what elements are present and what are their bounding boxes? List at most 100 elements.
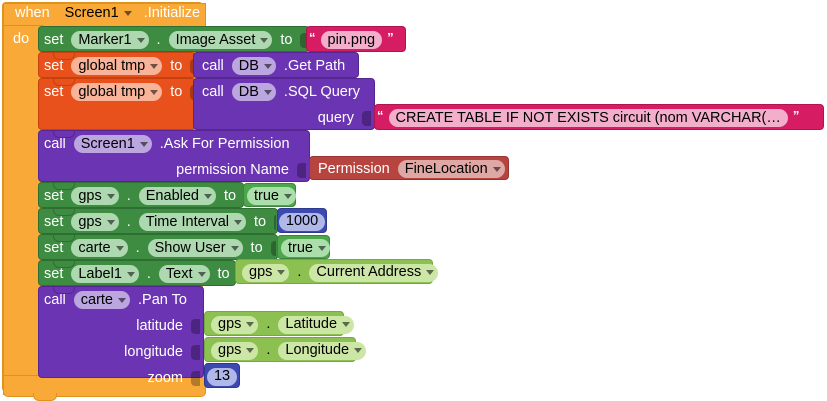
variable-dropdown-global-tmp[interactable]: global tmp — [71, 57, 163, 75]
dot-separator: . — [135, 239, 140, 256]
component-dropdown-carte[interactable]: carte — [73, 291, 131, 309]
chevron-down-icon — [106, 219, 115, 225]
dot-separator: . — [266, 342, 271, 359]
text-value: CREATE TABLE IF NOT EXISTS circuit (nom … — [395, 109, 781, 126]
component-dropdown-marker1[interactable]: Marker1 — [71, 31, 149, 49]
statement-set-gps-enabled[interactable]: set gps . Enabled to — [38, 182, 244, 208]
property-name: Longitude — [285, 342, 350, 359]
set-label: set — [44, 265, 64, 282]
close-quote-icon: ” — [387, 29, 394, 45]
text-block-sql-query[interactable]: “ CREATE TABLE IF NOT EXISTS circuit (no… — [374, 104, 824, 130]
property-dropdown-longitude[interactable]: Longitude — [278, 341, 367, 360]
component-dropdown-db[interactable]: DB — [231, 57, 276, 75]
math-block-1000[interactable]: 1000 — [277, 208, 327, 233]
math-block-13[interactable]: 13 — [204, 363, 240, 388]
call-label: call — [202, 83, 224, 100]
set-label: set — [44, 57, 64, 74]
dot-separator: . — [297, 264, 302, 281]
property-dropdown-image-asset[interactable]: Image Asset — [168, 31, 273, 49]
method-call-db-sql-query[interactable]: call DB .SQL Query query — [193, 78, 375, 130]
chevron-down-icon — [277, 270, 286, 275]
component-dropdown-label1[interactable]: Label1 — [71, 265, 139, 283]
component-dropdown-gps[interactable]: gps — [242, 263, 290, 282]
component-name: gps — [218, 342, 242, 359]
logic-block-true-1[interactable]: true — [243, 183, 296, 207]
statement-call-screen1-ask-for-permission[interactable]: call Screen1 .Ask For Permission permiss… — [38, 130, 310, 182]
text-value-field[interactable]: pin.png — [320, 31, 383, 49]
property-dropdown-current-address[interactable]: Current Address — [309, 263, 439, 282]
getter-block-gps-longitude[interactable]: gps . Longitude — [204, 337, 367, 362]
value-socket[interactable] — [274, 214, 276, 230]
chevron-down-icon — [246, 348, 255, 353]
chevron-down-icon — [318, 245, 326, 251]
component-dropdown-gps[interactable]: gps — [211, 341, 259, 360]
component-dropdown-gps[interactable]: gps — [211, 315, 259, 334]
logic-dropdown[interactable]: true — [281, 239, 330, 257]
component-name: carte — [78, 239, 111, 256]
arg-socket-latitude[interactable] — [191, 318, 200, 334]
event-component-dropdown[interactable]: Screen1 — [58, 4, 136, 22]
getter-block-gps-current-address[interactable]: gps . Current Address — [235, 259, 439, 284]
property-dropdown-enabled[interactable]: Enabled — [138, 187, 216, 205]
value-socket[interactable] — [300, 32, 308, 48]
variable-name: global tmp — [78, 83, 146, 100]
chevron-down-icon — [197, 271, 206, 277]
value-socket[interactable] — [190, 58, 194, 74]
statement-set-global-tmp-2[interactable]: set global tmp to — [38, 78, 196, 130]
component-dropdown-gps[interactable]: gps — [71, 187, 119, 205]
permission-dropdown[interactable]: FineLocation — [397, 160, 505, 178]
chevron-down-icon — [342, 322, 351, 327]
getter-block-gps-latitude[interactable]: gps . Latitude — [204, 311, 355, 336]
value-socket[interactable] — [270, 240, 276, 256]
chevron-down-icon — [263, 89, 272, 95]
chevron-down-icon — [354, 348, 363, 353]
stack-notch — [53, 286, 75, 294]
to-label: to — [170, 57, 183, 74]
chevron-down-icon — [139, 141, 148, 147]
property-dropdown-latitude[interactable]: Latitude — [278, 315, 355, 334]
property-dropdown-time-interval[interactable]: Time Interval — [138, 213, 247, 231]
chevron-down-icon — [260, 37, 269, 43]
statement-set-label1-text[interactable]: set Label1 . Text to — [38, 260, 236, 286]
value-socket[interactable] — [190, 84, 194, 100]
arg-socket-permission-name[interactable] — [297, 162, 306, 178]
component-dropdown-carte[interactable]: carte — [71, 239, 128, 257]
number-field[interactable]: 1000 — [278, 212, 326, 231]
statement-set-marker1-image-asset[interactable]: set Marker1 . Image Asset to — [38, 26, 310, 52]
event-component-name: Screen1 — [64, 4, 119, 21]
component-dropdown-screen1[interactable]: Screen1 — [73, 135, 152, 153]
component-name: gps — [78, 213, 102, 230]
statement-set-global-tmp-1[interactable]: set global tmp to — [38, 52, 196, 78]
statement-set-gps-time-interval[interactable]: set gps . Time Interval to — [38, 208, 278, 234]
arg-socket-query[interactable] — [362, 110, 371, 126]
stack-notch — [53, 182, 75, 190]
component-name: DB — [238, 83, 259, 100]
set-label: set — [44, 83, 64, 100]
to-label: to — [223, 187, 237, 204]
number-field[interactable]: 13 — [206, 367, 238, 386]
chevron-down-icon — [150, 63, 159, 69]
arg-socket-zoom[interactable] — [191, 370, 200, 386]
property-dropdown-show-user[interactable]: Show User — [147, 239, 243, 257]
helper-block-permission-finelocation[interactable]: Permission FineLocation — [309, 156, 509, 180]
chevron-down-icon — [234, 219, 243, 225]
arg-socket-longitude[interactable] — [191, 344, 200, 360]
component-name: Label1 — [78, 265, 122, 282]
component-dropdown-db[interactable]: DB — [231, 83, 276, 101]
property-dropdown-text[interactable]: Text — [158, 265, 210, 283]
logic-dropdown[interactable]: true — [247, 187, 296, 205]
property-name: Latitude — [285, 316, 338, 333]
method-call-db-get-path[interactable]: call DB .Get Path — [193, 52, 359, 78]
logic-block-true-2[interactable]: true — [277, 235, 330, 259]
variable-dropdown-global-tmp[interactable]: global tmp — [71, 83, 163, 101]
dot-separator: . — [266, 316, 271, 333]
event-block-spine — [3, 25, 43, 395]
text-block-pin-png[interactable]: “ pin.png ” — [306, 26, 406, 52]
component-dropdown-gps[interactable]: gps — [71, 213, 119, 231]
property-name: Show User — [154, 239, 226, 256]
text-value-field[interactable]: CREATE TABLE IF NOT EXISTS circuit (nom … — [388, 109, 788, 127]
statement-set-carte-show-user[interactable]: set carte . Show User to — [38, 234, 278, 260]
statement-call-carte-pan-to[interactable]: call carte .Pan To latitude longitude zo… — [38, 286, 204, 386]
chevron-down-icon — [263, 63, 272, 69]
